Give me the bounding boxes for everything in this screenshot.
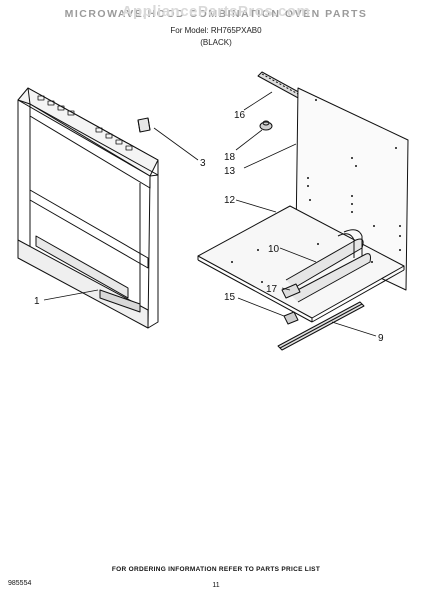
trim-strip-part <box>277 301 365 351</box>
bottom-plate-part <box>197 205 405 323</box>
grommet-part <box>259 120 273 131</box>
bracket-part-17 <box>281 283 301 299</box>
callout-17: 17 <box>266 284 278 295</box>
callout-15: 15 <box>224 292 236 303</box>
door-frame-part <box>17 87 159 329</box>
foot-part <box>283 311 299 325</box>
clip-part <box>137 117 151 133</box>
page-number: 11 <box>212 582 220 589</box>
leader-lines <box>43 91 377 337</box>
callout-13: 13 <box>224 166 236 177</box>
callout-3: 3 <box>200 158 206 169</box>
callout-16: 16 <box>234 110 246 121</box>
callout-10: 10 <box>268 244 280 255</box>
callout-1: 1 <box>34 296 40 307</box>
callout-12: 12 <box>224 195 236 206</box>
diagram-title: MICROWAVE/HOOD COMBINATION OVEN PARTS <box>64 8 368 20</box>
watermark-text: AppliancePartsPros.com <box>121 3 311 20</box>
callout-18: 18 <box>224 152 236 163</box>
ordering-info: FOR ORDERING INFORMATION REFER TO PARTS … <box>111 566 321 573</box>
document-code: 985554 <box>8 580 32 587</box>
callout-9: 9 <box>378 333 384 344</box>
tube-heater-part <box>285 229 371 303</box>
model-line: For Model: RH765PXAB0 <box>170 26 262 35</box>
color-line: (BLACK) <box>200 38 232 47</box>
